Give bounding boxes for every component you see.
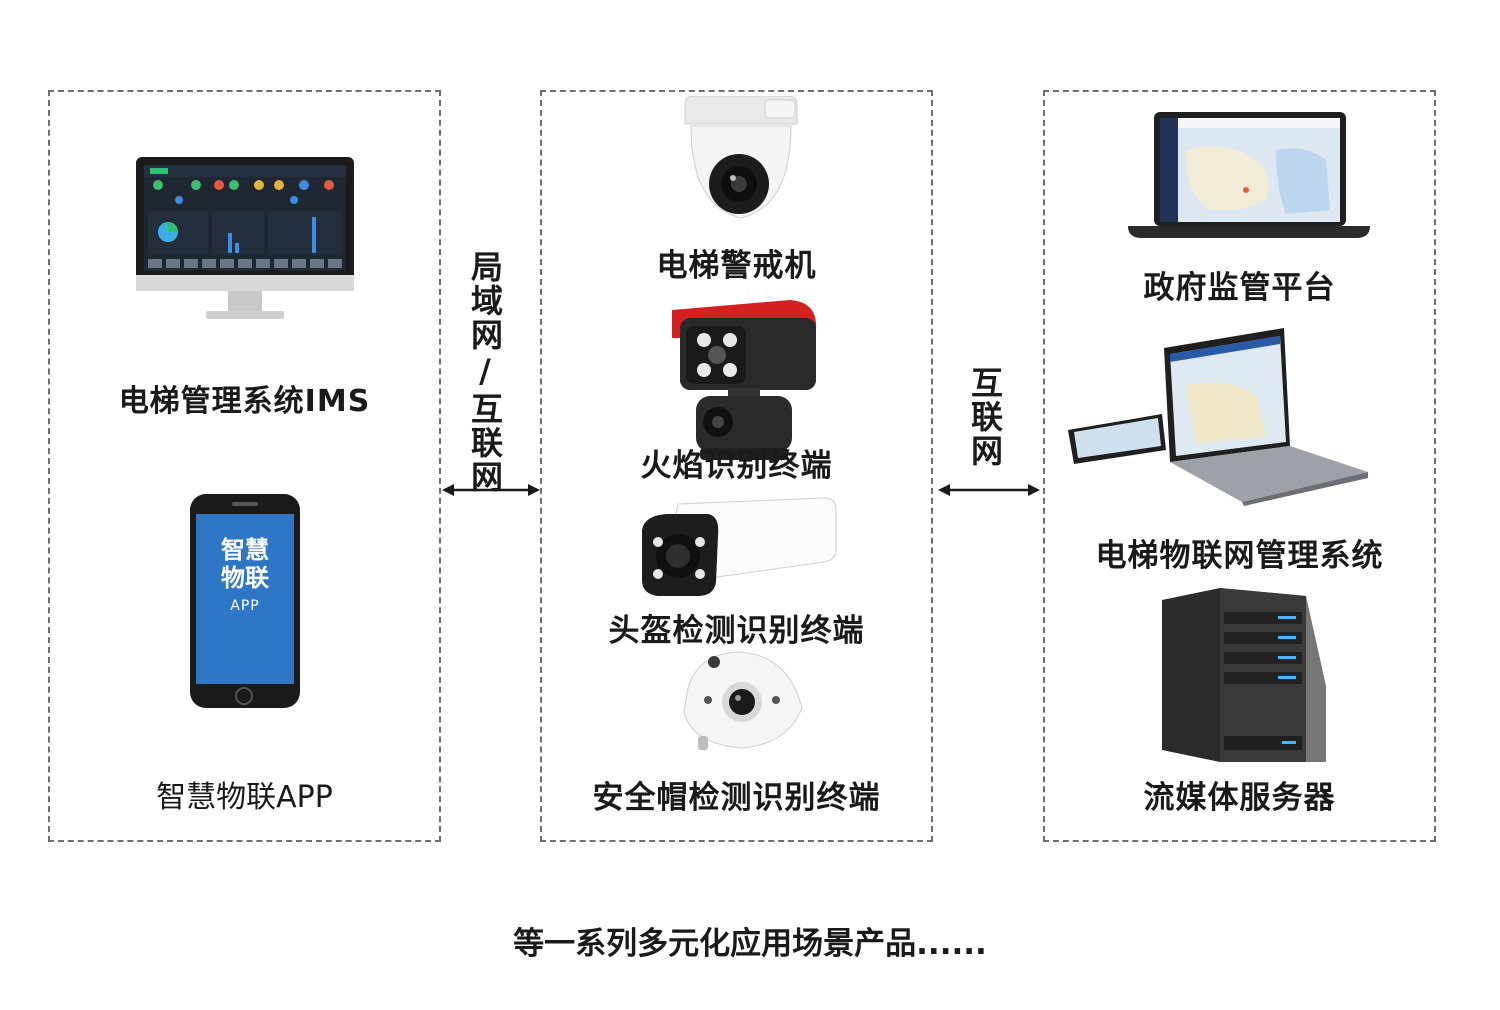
device-label-1: 火焰识别终端 (640, 448, 833, 484)
app-label: 智慧物联APP (156, 780, 333, 815)
server-icon (1162, 588, 1326, 762)
fisheye-camera-icon (683, 651, 803, 750)
footer-text: 等一系列多元化应用场景产品...... (513, 926, 987, 962)
home-button-icon (235, 687, 253, 705)
link-right-label: 互联网 (966, 366, 1004, 468)
gov-label: 政府监管平台 (1143, 270, 1336, 306)
ims-label: 电梯管理系统IMS (118, 384, 371, 419)
phone-screen: 智慧 物联 APP (196, 514, 294, 684)
middle-panel (540, 90, 933, 842)
phone-screen-line2: 物联 (221, 564, 269, 592)
left-panel (48, 90, 441, 842)
bidirectional-arrow-icon (442, 484, 540, 496)
server-label: 流媒体服务器 (1143, 780, 1336, 816)
device-label-0: 电梯警戒机 (656, 248, 817, 284)
link-left-label: 局域网/互联网 (466, 250, 504, 494)
bidirectional-arrow-icon (938, 484, 1040, 496)
phone-screen-line1: 智慧 (221, 536, 269, 564)
monitor-icon (136, 157, 354, 319)
dome-camera-icon (684, 96, 798, 219)
flame-camera-icon (672, 300, 817, 460)
laptop-tablet-icon (1068, 328, 1368, 506)
device-label-2: 头盔检测识别终端 (608, 613, 865, 649)
iot-label: 电梯物联网管理系统 (1095, 538, 1384, 574)
right-panel (1043, 90, 1436, 842)
device-label-3: 安全帽检测识别终端 (592, 780, 881, 816)
smartphone-icon: 智慧 物联 APP (190, 494, 300, 708)
bullet-camera-icon (642, 497, 837, 596)
phone-screen-line3: APP (230, 598, 260, 614)
laptop-map-icon (1128, 112, 1370, 238)
